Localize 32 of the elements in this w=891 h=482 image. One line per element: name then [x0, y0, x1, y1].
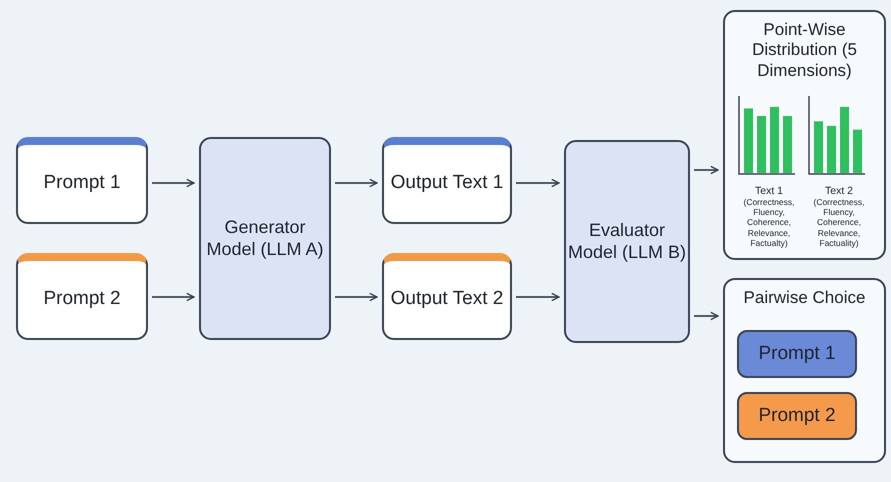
arrow	[516, 178, 560, 188]
box-label: Prompt 2	[758, 404, 836, 428]
panel-title: Pairwise Choice	[744, 288, 866, 308]
dimension-list: (Correctness, Fluency, Coherence, Relevance, Factualty)	[735, 197, 803, 248]
process-box	[16, 253, 148, 340]
choice-box	[737, 392, 857, 440]
process-box	[16, 137, 148, 224]
box-label: Evaluator Model (LLM B)	[566, 220, 688, 264]
box-label: Prompt 1	[43, 172, 121, 195]
chart-label: Text 1	[754, 185, 783, 198]
box-label: Generator Model (LLM A)	[205, 216, 325, 260]
model-box	[564, 140, 690, 343]
panel-title: Point-Wise Distribution (5 Dimensions)	[751, 20, 858, 82]
process-box	[382, 253, 512, 340]
choice-box	[737, 330, 857, 378]
chart-label: Text 2	[824, 185, 853, 198]
arrow	[152, 178, 195, 188]
arrow	[335, 292, 378, 302]
result-panel	[723, 10, 886, 260]
box-label: Output Text 1	[390, 172, 504, 195]
arrow	[694, 312, 719, 320]
box-label: Output Text 2	[390, 288, 504, 311]
dimension-list: (Correctness, Fluency, Coherence, Relevance, Factuality)	[805, 197, 873, 248]
box-label: Prompt 2	[43, 288, 121, 311]
box-label: Prompt 1	[758, 342, 836, 366]
result-panel	[723, 278, 886, 463]
arrow	[335, 178, 378, 188]
arrow	[516, 292, 560, 302]
arrow	[694, 166, 719, 174]
model-box	[199, 137, 331, 340]
arrow	[152, 292, 195, 302]
process-box	[382, 137, 512, 224]
